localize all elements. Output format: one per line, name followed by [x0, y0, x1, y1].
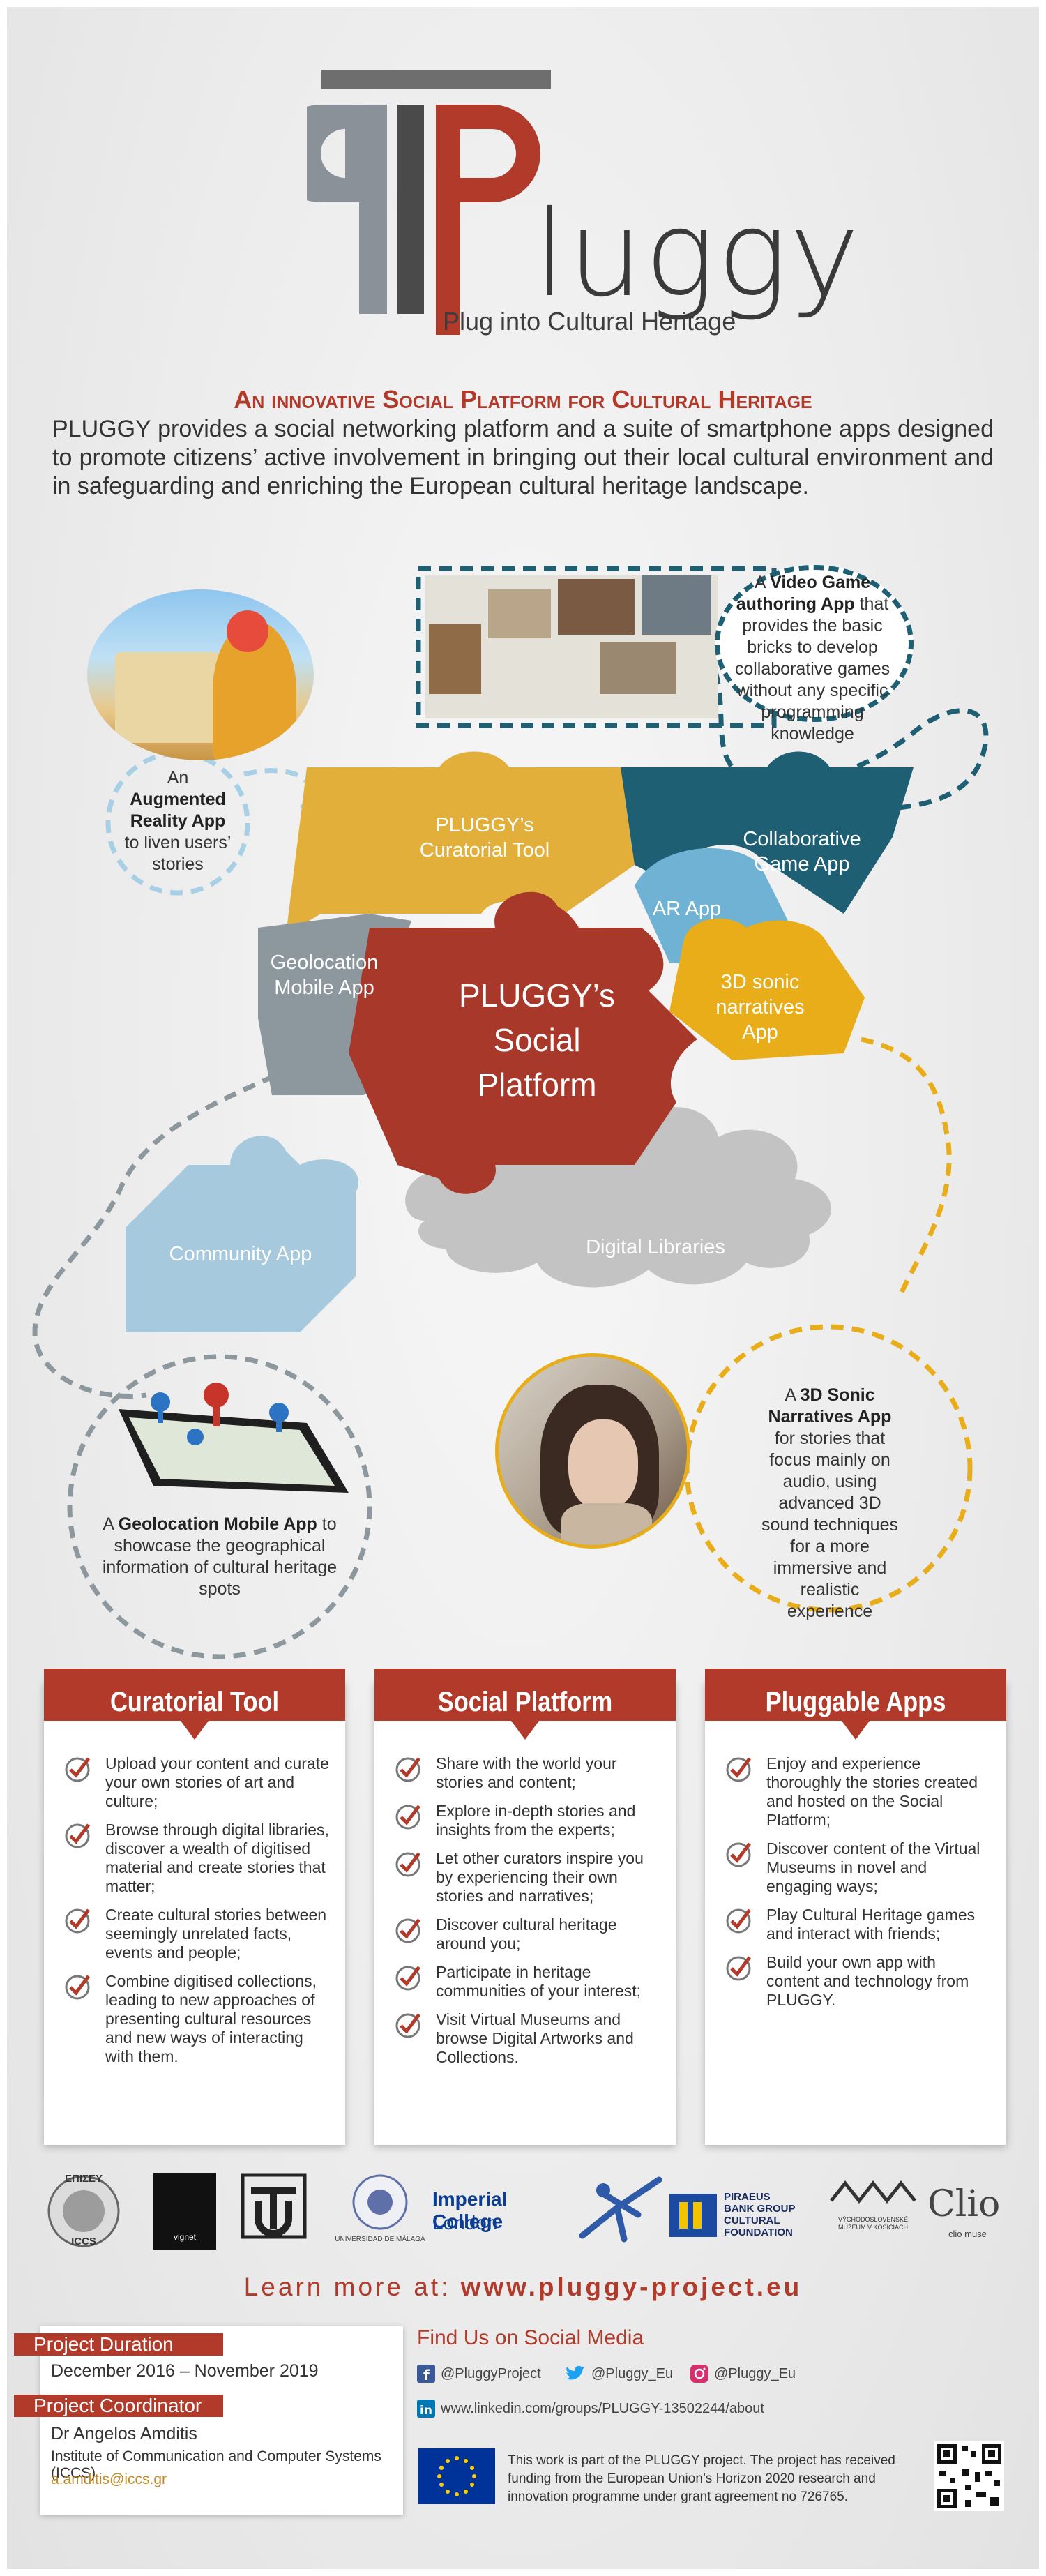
logo-tagline: Plug into Cultural Heritage: [443, 307, 736, 336]
instagram-icon: [690, 2365, 708, 2383]
check-icon: [395, 2013, 420, 2038]
coordinator-name: Dr Angelos Amditis: [51, 2424, 197, 2443]
check-icon: [395, 1805, 420, 1830]
list-item: Visit Virtual Museums and browse Digital…: [390, 2010, 662, 2067]
check-icon: [726, 1842, 751, 1867]
headline: An innovative Social Platform for Cultur…: [234, 385, 812, 414]
vignet-logo: vignet: [153, 2173, 216, 2250]
ar-photo: [87, 589, 314, 760]
column-title: Pluggable Apps: [765, 1687, 946, 1717]
map-collage: [425, 575, 718, 718]
puzzle-social-label: PLUGGY’s Social Platform: [458, 977, 616, 1103]
linkedin-icon: in: [417, 2400, 435, 2418]
headphones-photo: [495, 1353, 690, 1549]
check-icon: [726, 1956, 751, 1981]
check-icon: [726, 1757, 751, 1782]
social-heading: Find Us on Social Media: [417, 2326, 644, 2349]
video-callout-circle: [715, 565, 914, 722]
clio-logo: Clio clio muse: [927, 2183, 1001, 2239]
column-social: Social Platform Share with the world you…: [374, 1669, 676, 2145]
dancer-logo: [575, 2173, 666, 2250]
svg-text:in: in: [420, 2404, 432, 2418]
list-item: Play Cultural Heritage games and interac…: [720, 1906, 992, 1943]
tu-logo: [241, 2173, 307, 2250]
list-item: Enjoy and experience thoroughly the stor…: [720, 1754, 992, 1830]
duration-value: December 2016 – November 2019: [51, 2361, 319, 2381]
list-item: Discover cultural heritage around you;: [390, 1915, 662, 1953]
callout-ar: An Augmented Reality App to liven users’…: [124, 768, 232, 874]
column-title: Curatorial Tool: [109, 1687, 280, 1717]
check-icon: [395, 1757, 420, 1782]
intro-text: PLUGGY provides a social networking plat…: [52, 416, 994, 499]
learn-more: Learn more at: www.pluggy-project.eu: [243, 2273, 803, 2301]
malaga-logo: UNIVERSIDAD DE MÁLAGA: [335, 2173, 425, 2250]
puzzle-curatorial-label: PLUGGY’s Curatorial Tool: [419, 814, 550, 861]
check-icon: [395, 1966, 420, 1991]
callout-sonic: A 3D Sonic Narratives App for stories th…: [761, 1385, 898, 1621]
qr-code[interactable]: [934, 2441, 1004, 2511]
pluggy-logo-mark: [307, 70, 551, 335]
puzzle-geo-label: Geolocation Mobile App: [270, 951, 379, 999]
list-item: Combine digitised collections, leading t…: [59, 1972, 331, 2066]
list-item: Share with the world your stories and co…: [390, 1754, 662, 1792]
check-icon: [395, 1918, 420, 1943]
facebook-icon: f: [417, 2365, 435, 2383]
logo-wordmark: luggy: [533, 186, 861, 324]
check-icon: [726, 1908, 751, 1934]
list-item: Browse through digital libraries, discov…: [59, 1821, 331, 1896]
coordinator-email[interactable]: a.amditis@iccs.gr: [51, 2471, 167, 2487]
imperial-logo: Imperial College London: [432, 2188, 508, 2234]
check-icon: [65, 1908, 90, 1934]
project-info-box: Project Duration December 2016 – Novembe…: [14, 2326, 403, 2515]
check-icon: [395, 1852, 420, 1877]
linkedin-link[interactable]: in www.linkedin.com/groups/PLUGGY-135022…: [417, 2400, 764, 2418]
eu-funding-text: This work is part of the PLUGGY project.…: [508, 2453, 895, 2504]
instagram-link[interactable]: @Pluggy_Eu: [690, 2365, 796, 2383]
callout-video: A Video Game authoring App that provides…: [734, 573, 890, 744]
callout-geo: A Geolocation Mobile App to showcase the…: [102, 1514, 338, 1599]
twitter-icon: [566, 2365, 585, 2380]
puzzle-ar-label: AR App: [652, 898, 722, 920]
iccs-logo: ΕΠΙΣΕΥ ICCS: [38, 2173, 129, 2250]
list-item: Create cultural stories between seemingl…: [59, 1906, 331, 1962]
poster: luggy Plug into Cultural Heritage An inn…: [7, 7, 1039, 2569]
column-apps: Pluggable Apps Enjoy and experience thor…: [705, 1669, 1006, 2145]
list-item: Discover content of the Virtual Museums …: [720, 1839, 992, 1896]
puzzle-libraries-label: Digital Libraries: [586, 1236, 725, 1258]
coordinator-institute: Institute of Communication and Computer …: [51, 2448, 381, 2481]
check-icon: [65, 1757, 90, 1782]
twitter-link[interactable]: @Pluggy_Eu: [565, 2365, 673, 2383]
list-item: Explore in-depth stories and insights fr…: [390, 1802, 662, 1839]
check-icon: [65, 1823, 90, 1848]
puzzle-game-label: Collaborative Game App: [743, 828, 861, 875]
facebook-link[interactable]: f @PluggyProject: [417, 2365, 541, 2383]
column-curatorial: Curatorial Tool Upload your content and …: [44, 1669, 345, 2145]
coordinator-label: Project Coordinator: [14, 2395, 223, 2417]
column-title: Social Platform: [437, 1687, 613, 1717]
list-item: Build your own app with content and tech…: [720, 1953, 992, 2010]
puzzle-graphic: [126, 751, 914, 1332]
phone-map-image: [119, 1383, 349, 1493]
list-item: Participate in heritage communities of y…: [390, 1963, 662, 2001]
eu-flag-icon: [418, 2448, 495, 2504]
puzzle-community-label: Community App: [169, 1243, 312, 1265]
list-item: Let other curators inspire you by experi…: [390, 1849, 662, 1906]
website-link[interactable]: www.pluggy-project.eu: [460, 2273, 803, 2301]
duration-label: Project Duration: [14, 2333, 223, 2356]
check-icon: [65, 1975, 90, 2000]
puzzle-sonic-label: 3D sonic narratives App: [715, 971, 805, 1044]
svg-text:f: f: [423, 2367, 430, 2383]
list-item: Upload your content and curate your own …: [59, 1754, 331, 1811]
